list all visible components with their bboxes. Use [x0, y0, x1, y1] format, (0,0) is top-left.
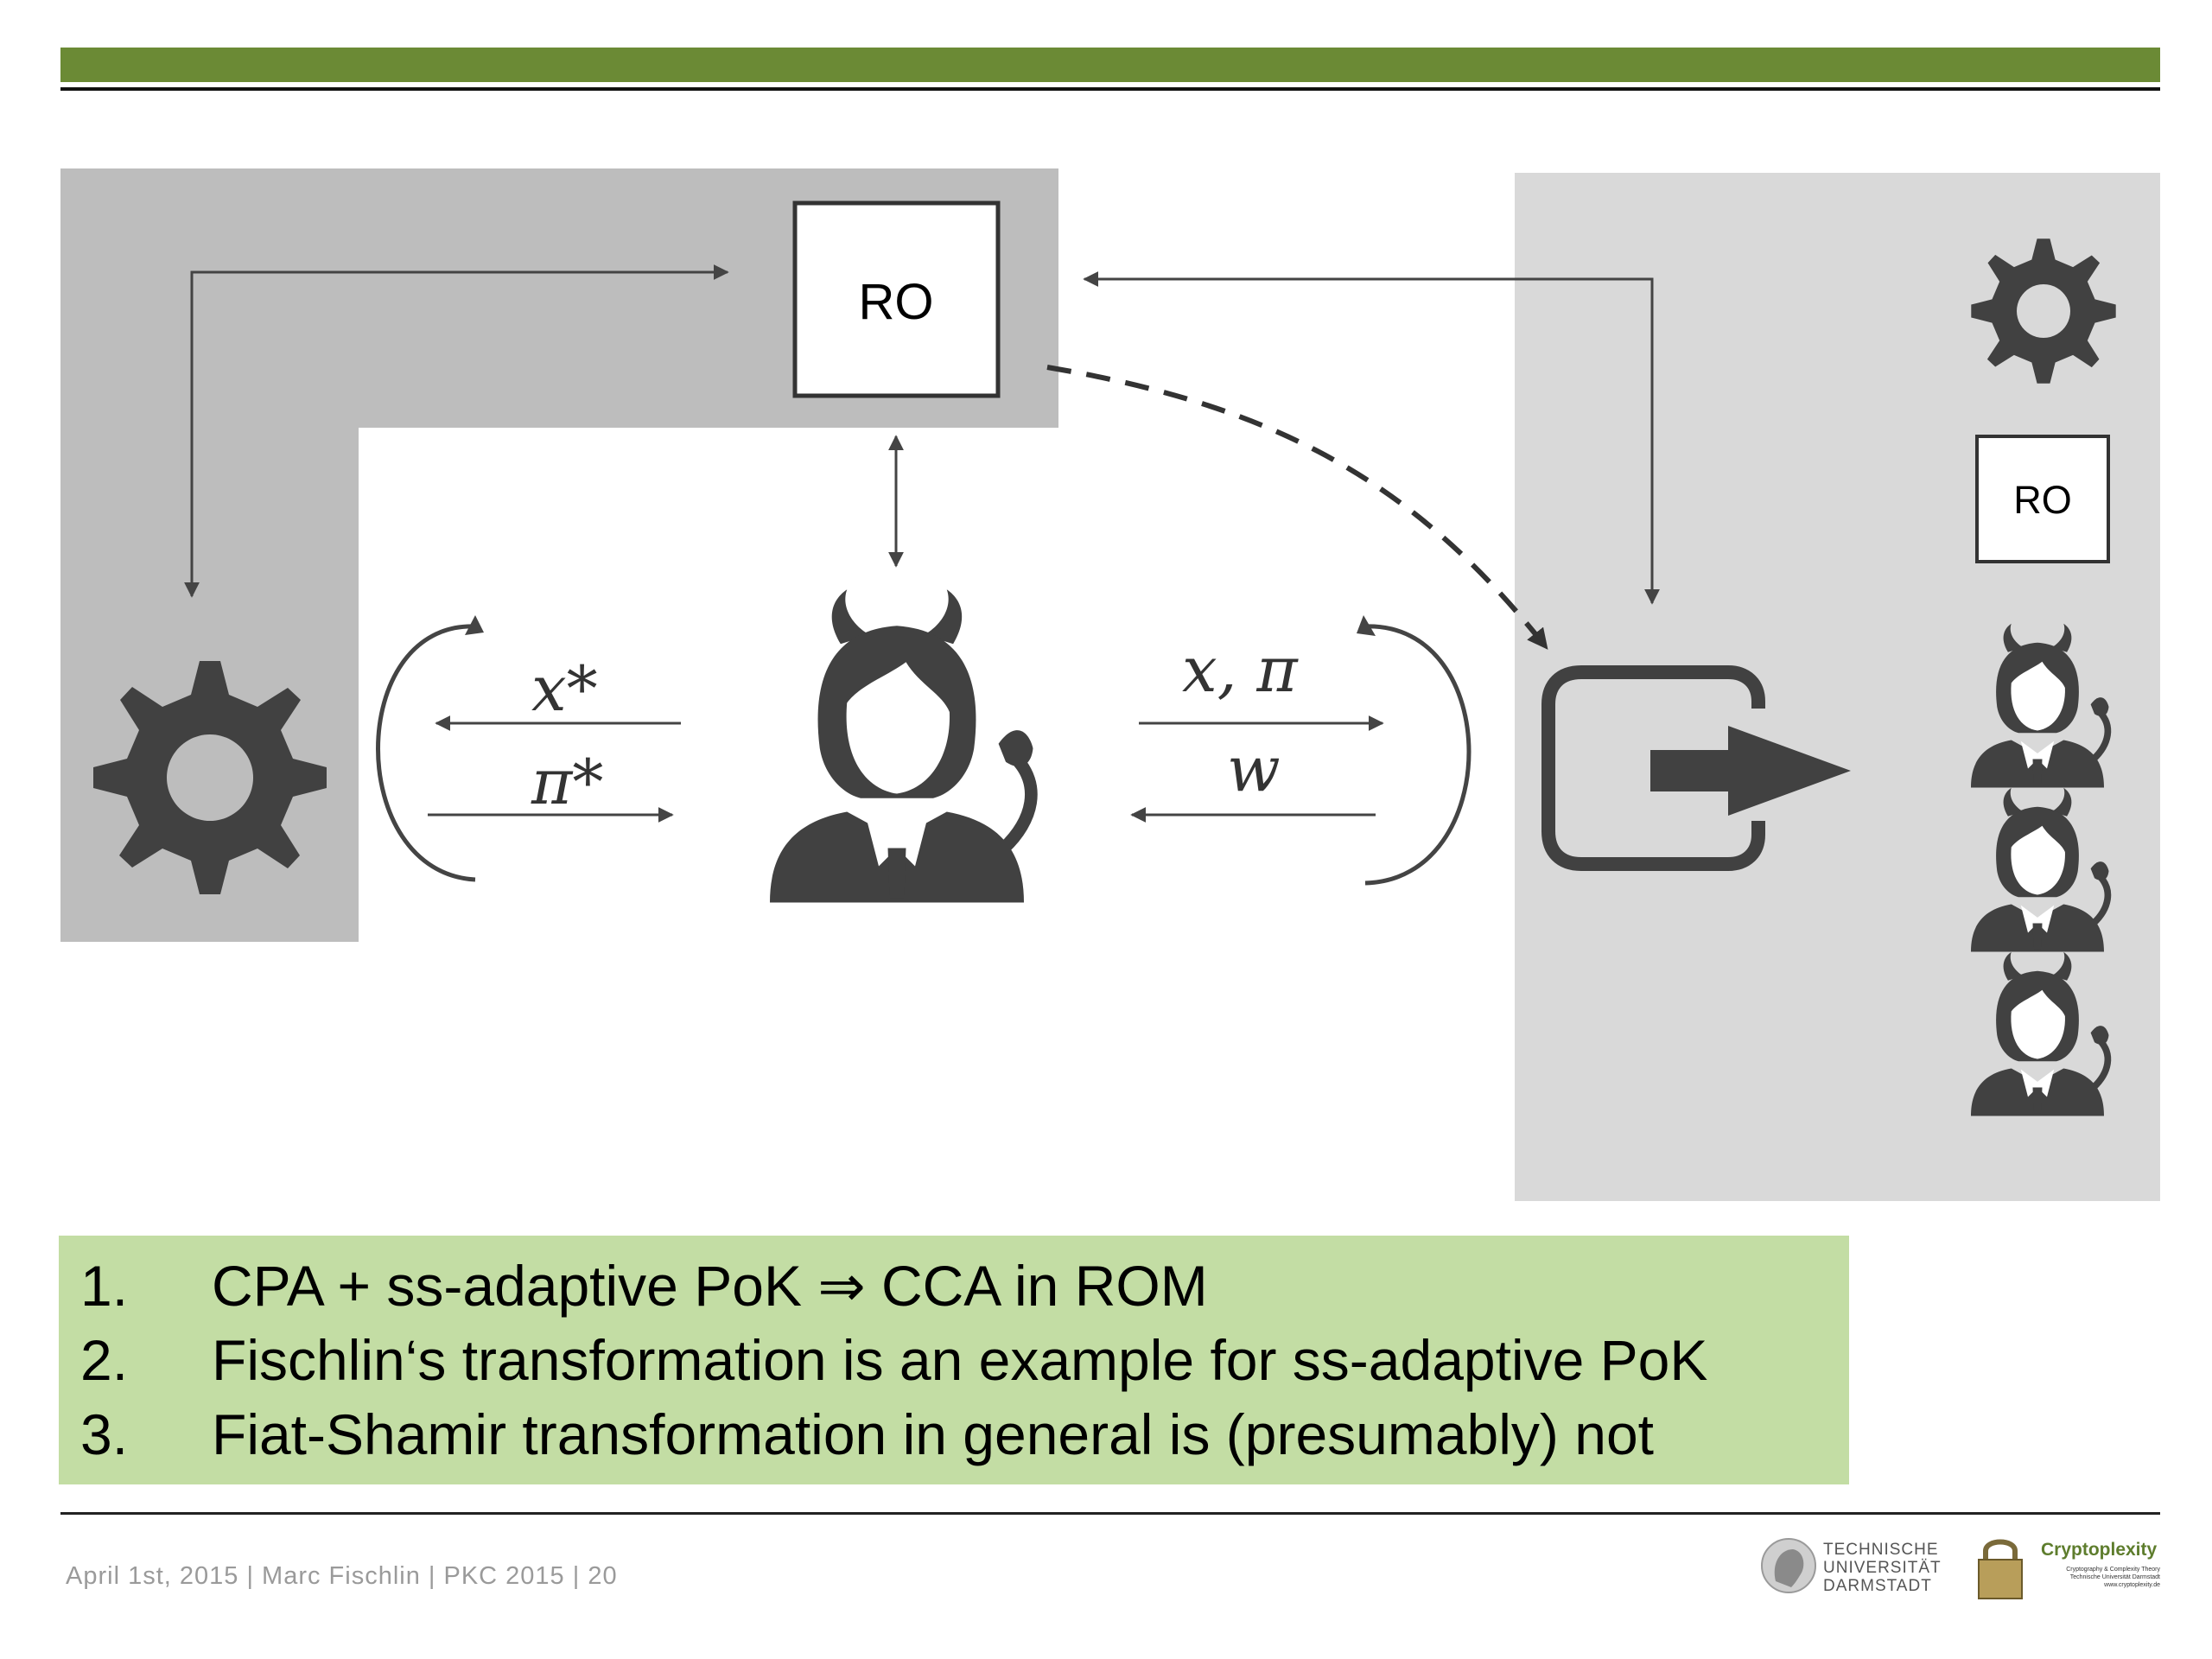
list-item-number: 2.	[80, 1328, 129, 1392]
label-pi-star: π*	[531, 746, 603, 818]
tud-line: TECHNISCHE	[1823, 1541, 1939, 1559]
list-item-text: Fiat-Shamir transformation in general is…	[212, 1402, 1654, 1466]
tud-line: UNIVERSITÄT	[1823, 1559, 1942, 1577]
crypto-line: Cryptography & Complexity Theory	[2066, 1567, 2160, 1573]
label-x-pi: x, π	[1182, 633, 1299, 706]
summary-box: 1. CPA + ss-adaptive PoK ⇒ CCA in ROM 2.…	[59, 1236, 1849, 1484]
crypto-title: Cryptoplexity	[2041, 1540, 2158, 1560]
logo-tud	[1761, 1538, 1816, 1593]
ro-label-small: RO	[2013, 478, 2072, 522]
ro-box	[792, 200, 1001, 398]
logo-cryptoplexity	[1978, 1539, 2023, 1599]
footer-rule	[60, 1512, 2160, 1515]
left-bracket-arrowhead	[465, 615, 484, 635]
label-x-star: x*	[531, 652, 598, 725]
list-item-text: CPA + ss-adaptive PoK ⇒ CCA in ROM	[212, 1254, 1208, 1318]
tud-text: TECHNISCHE UNIVERSITÄT DARMSTADT	[1823, 1541, 1942, 1595]
exit-icon	[1541, 665, 1851, 871]
list-item-number: 3.	[80, 1402, 129, 1466]
arrow-left-to-ro	[184, 264, 729, 598]
list-item-text: Fischlin‘s transformation is an example …	[212, 1328, 1708, 1392]
list-item-number: 1.	[80, 1254, 129, 1318]
label-w: w	[1227, 733, 1281, 805]
left-bracket	[376, 624, 476, 882]
crypto-subtitle: Cryptography & Complexity Theory Technis…	[2035, 1566, 2160, 1589]
devil-user-icon	[770, 589, 1033, 902]
crypto-line: Technische Universität Darmstadt	[2069, 1574, 2160, 1580]
arrow-right-to-ro	[1083, 271, 1660, 605]
ro-label: RO	[859, 274, 934, 330]
right-bracket	[1364, 624, 1471, 886]
title-bar	[60, 48, 2160, 82]
title-rule	[60, 87, 2160, 91]
right-bracket-arrowhead	[1357, 615, 1376, 636]
dashed-arrow	[1046, 365, 1549, 650]
footer-text: April 1st, 2015 | Marc Fischlin | PKC 20…	[66, 1562, 618, 1590]
crypto-line: www.cryptoplexity.de	[2104, 1582, 2160, 1588]
ro-box-small	[1975, 435, 2110, 563]
tud-line: DARMSTADT	[1823, 1577, 1932, 1595]
diagram: RO x* π* x, π w RO	[60, 168, 2160, 1201]
